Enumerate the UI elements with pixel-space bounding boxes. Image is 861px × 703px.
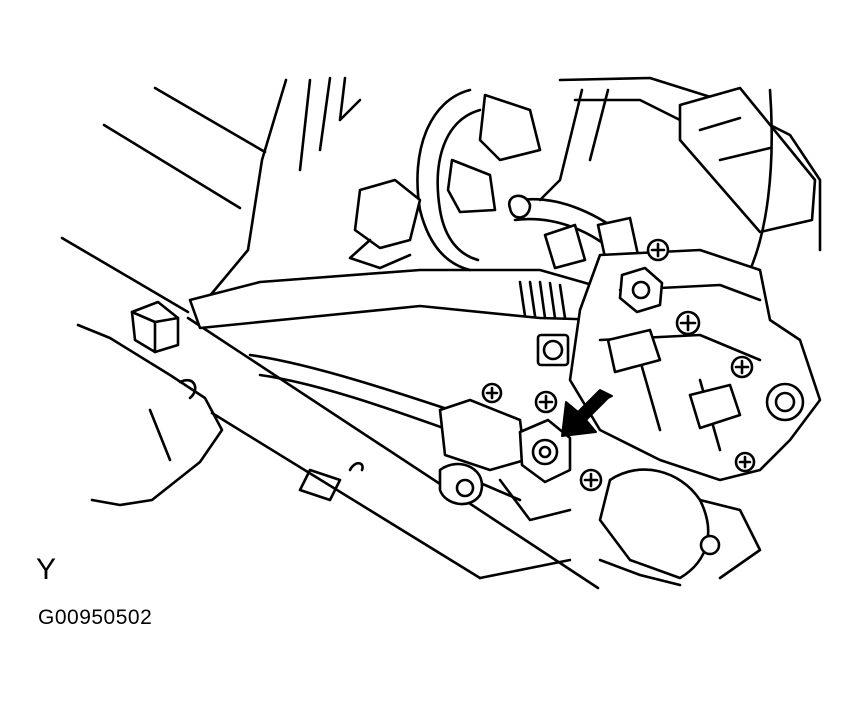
bolt-icon [646, 238, 670, 262]
arrow-icon [561, 389, 613, 437]
bolt-icon [699, 534, 721, 556]
bolt-icon [675, 310, 701, 336]
bracket-assembly [568, 248, 822, 580]
lower-parts [298, 461, 682, 587]
bolt-icon [730, 355, 754, 379]
frame-lines [60, 76, 600, 590]
bolts [481, 238, 756, 556]
bolt-icon [534, 390, 558, 414]
bolt-icon [579, 468, 603, 492]
union-nut-bolt-icon [518, 418, 572, 484]
view-label: Y [36, 553, 57, 586]
bolt-icon [481, 382, 503, 404]
pressure-line [248, 353, 572, 522]
figure-code: G00950502 [38, 606, 153, 629]
hoses [348, 88, 640, 272]
left-bracket [76, 300, 224, 507]
bolt-icon [536, 333, 570, 367]
steering-pipe [188, 268, 612, 330]
bolt-icon [734, 451, 756, 473]
pump-body [538, 76, 822, 303]
bolt-icon [618, 266, 664, 314]
